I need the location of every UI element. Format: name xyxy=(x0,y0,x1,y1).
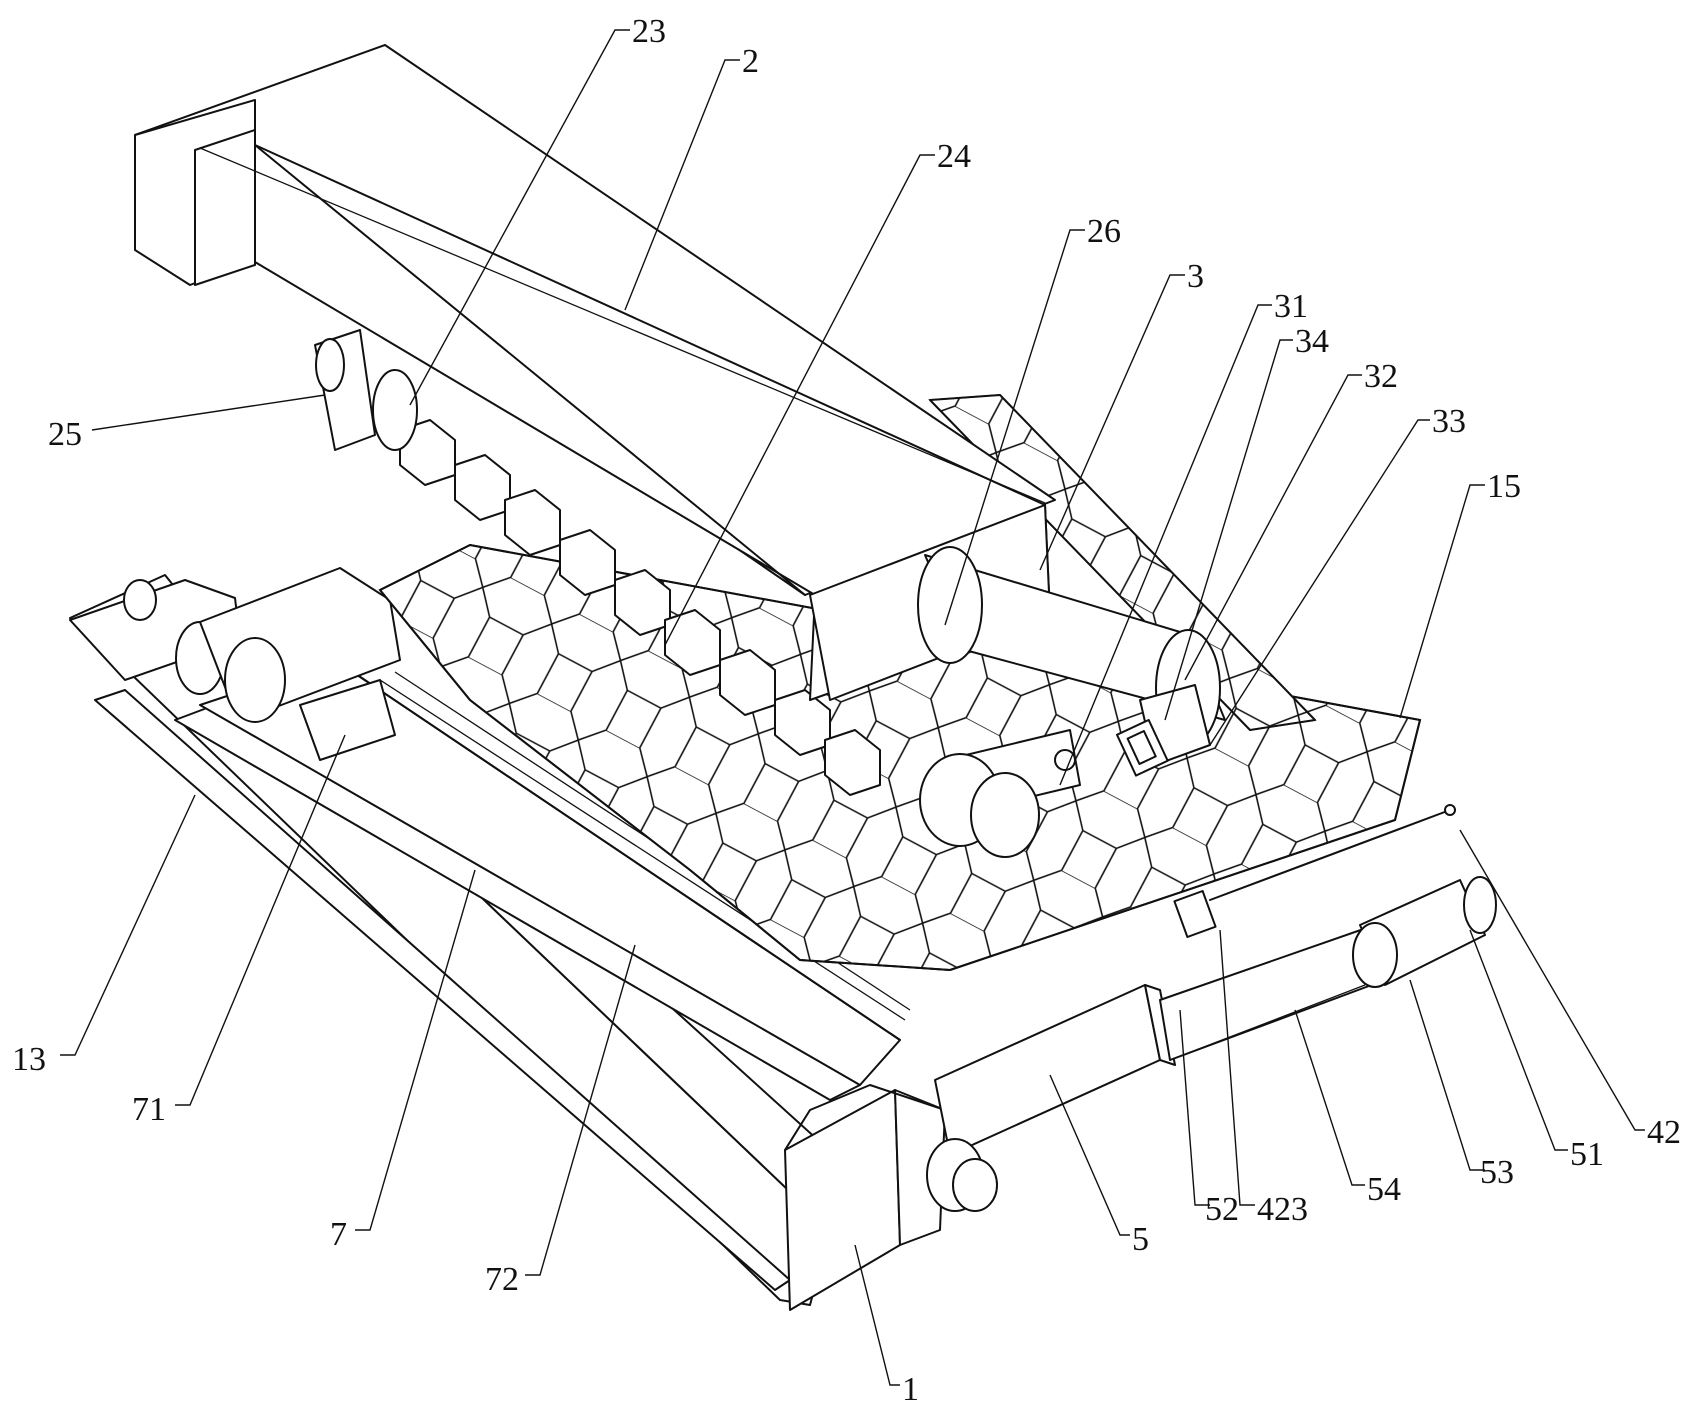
leader-lines xyxy=(60,29,1645,1386)
label-42: 42 xyxy=(1647,1114,1681,1151)
label-23: 23 xyxy=(632,13,666,50)
label-54: 54 xyxy=(1367,1171,1401,1208)
label-423: 423 xyxy=(1257,1191,1308,1228)
label-2: 2 xyxy=(742,43,759,80)
label-32: 32 xyxy=(1364,358,1398,395)
linear-actuator xyxy=(934,804,1497,1156)
cylinder-assembly xyxy=(917,546,1226,777)
front-motor xyxy=(926,1138,998,1212)
main-arm xyxy=(134,44,1056,701)
label-72: 72 xyxy=(485,1261,519,1298)
hex-roller-row xyxy=(399,419,881,796)
label-7: 7 xyxy=(330,1216,347,1253)
lower-motor xyxy=(919,729,1081,858)
label-31: 31 xyxy=(1274,288,1308,325)
label-52: 52 xyxy=(1205,1191,1239,1228)
label-34: 34 xyxy=(1295,323,1329,360)
label-51: 51 xyxy=(1570,1136,1604,1173)
label-24: 24 xyxy=(937,138,971,175)
label-71: 71 xyxy=(132,1091,166,1128)
rear-motor xyxy=(69,567,401,723)
label-26: 26 xyxy=(1087,213,1121,250)
label-1: 1 xyxy=(902,1371,919,1408)
label-53: 53 xyxy=(1480,1154,1514,1191)
arm-mount xyxy=(314,329,418,451)
reference-labels: 23 2 24 26 3 31 34 32 33 15 25 13 71 7 7… xyxy=(12,13,1681,1408)
label-15: 15 xyxy=(1487,468,1521,505)
label-5: 5 xyxy=(1132,1221,1149,1258)
label-3: 3 xyxy=(1187,258,1204,295)
honeycomb-panel xyxy=(378,394,1422,972)
label-13: 13 xyxy=(12,1041,46,1078)
label-33: 33 xyxy=(1432,403,1466,440)
label-25: 25 xyxy=(48,416,82,453)
